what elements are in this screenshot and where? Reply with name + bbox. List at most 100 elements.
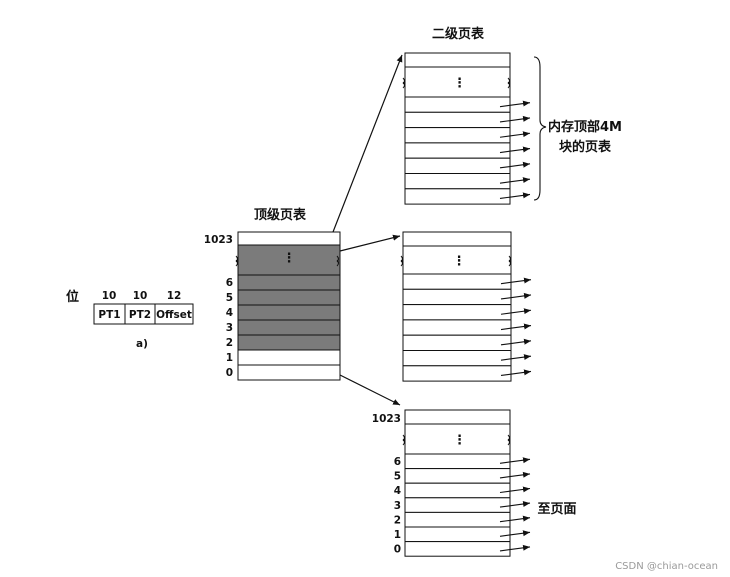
ellipsis: ⋮ — [453, 76, 466, 91]
top-table-row — [237, 334, 341, 351]
entry-arrow — [499, 457, 531, 464]
break-mark-left — [400, 255, 403, 267]
table-row — [402, 334, 512, 352]
top-table-rows — [237, 274, 341, 381]
second-level-table-top: ⋮ — [402, 52, 531, 205]
bits-label: 位 — [66, 289, 79, 305]
top-table-row — [237, 349, 341, 366]
bit-width-pt2: 10 — [133, 290, 148, 302]
top-table-row — [237, 274, 341, 291]
table-row — [402, 319, 512, 336]
table-row — [404, 482, 511, 499]
table-row — [404, 497, 511, 513]
bottom-table-index: 3 — [394, 500, 401, 512]
entry-arrow — [499, 530, 531, 537]
top-table-row — [237, 364, 341, 381]
entry-arrow — [499, 515, 531, 523]
brace — [533, 56, 547, 201]
table-row — [404, 142, 511, 159]
annotation-top-line1: 内存顶部4M — [548, 119, 622, 135]
top-table-index: 0 — [226, 367, 233, 379]
bottom-table-index: 1 — [394, 529, 401, 541]
entry-arrow — [500, 292, 532, 300]
entry-arrow — [500, 354, 532, 361]
top-table-row — [237, 289, 341, 306]
entry-arrow — [499, 486, 531, 494]
break-mark-right — [508, 255, 511, 267]
ellipsis: ⋮ — [453, 433, 466, 448]
table-row — [404, 111, 511, 129]
break-mark-right — [507, 434, 510, 446]
entry-arrow — [499, 177, 531, 184]
bottom-table-indices: 6 5 4 3 2 1 0 — [394, 456, 401, 556]
table-row — [402, 350, 512, 367]
table-row — [404, 157, 511, 174]
top-table-index: 4 — [226, 307, 233, 319]
table-row — [402, 288, 512, 306]
top-table-gap-row — [237, 244, 341, 276]
table-row — [402, 304, 512, 321]
top-table-index: 3 — [226, 322, 233, 334]
bottom-table-index: 0 — [394, 544, 401, 556]
bottom-table-index: 4 — [394, 485, 401, 497]
bottom-table-index-top: 1023 — [372, 413, 401, 425]
watermark: CSDN @chian-ocean — [615, 561, 718, 572]
entry-arrow — [499, 192, 531, 199]
entry-arrow — [499, 161, 531, 169]
entry-arrow — [499, 471, 531, 479]
bit-width-offset: 12 — [167, 290, 182, 302]
table-row — [404, 96, 511, 113]
break-mark-left — [402, 434, 405, 446]
break-mark-left — [235, 255, 238, 267]
bottom-table-index: 6 — [394, 456, 401, 468]
table-row — [404, 511, 511, 528]
second-level-table-bottom: ⋮ — [402, 409, 531, 557]
table-row — [404, 468, 511, 484]
table-row — [404, 453, 511, 470]
table-top-row — [404, 409, 511, 425]
annotation-bottom: 至页面 — [537, 502, 576, 517]
entry-arrow — [500, 323, 532, 331]
top-table-index-top: 1023 — [204, 234, 233, 246]
break-mark-right — [336, 255, 339, 267]
bottom-table-index: 2 — [394, 514, 401, 526]
table-row — [404, 127, 511, 144]
bit-width-pt1: 10 — [102, 290, 117, 302]
second-level-title: 二级页表 — [432, 26, 485, 42]
table-row — [404, 541, 511, 557]
table-row — [404, 188, 511, 205]
sub-label: a) — [136, 338, 148, 350]
top-table-row — [237, 304, 341, 321]
table-row — [404, 173, 511, 190]
table-gap-row — [404, 66, 511, 98]
address-format: 位 10 10 12 PT1 PT2 Offset a) — [66, 289, 194, 350]
ellipsis: ⋮ — [453, 254, 466, 269]
entry-arrow — [500, 308, 532, 315]
field-offset: Offset — [156, 309, 192, 321]
entry-arrow — [499, 146, 531, 154]
entry-arrow — [500, 369, 532, 376]
break-mark-right — [507, 77, 510, 89]
top-table-index: 6 — [226, 277, 233, 289]
field-pt1: PT1 — [98, 309, 120, 321]
entry-arrow — [499, 501, 531, 508]
top-table-row — [237, 319, 341, 336]
entry-arrow — [500, 338, 532, 346]
top-table-ellipsis: ⋮ — [283, 251, 296, 266]
pointer-arrow-middle — [339, 234, 401, 252]
entry-arrow — [500, 277, 532, 285]
second-level-table-middle: ⋮ — [400, 231, 532, 382]
table-row — [402, 273, 512, 290]
entry-arrow — [499, 131, 531, 138]
pointer-arrow-bottom — [339, 374, 401, 406]
table-top-row — [404, 52, 511, 68]
entry-arrow — [499, 100, 531, 108]
top-table-index: 2 — [226, 337, 233, 349]
address-box — [93, 303, 194, 325]
entry-arrow — [499, 115, 531, 123]
top-table-index: 5 — [226, 292, 233, 304]
bottom-table-index: 5 — [394, 471, 401, 483]
